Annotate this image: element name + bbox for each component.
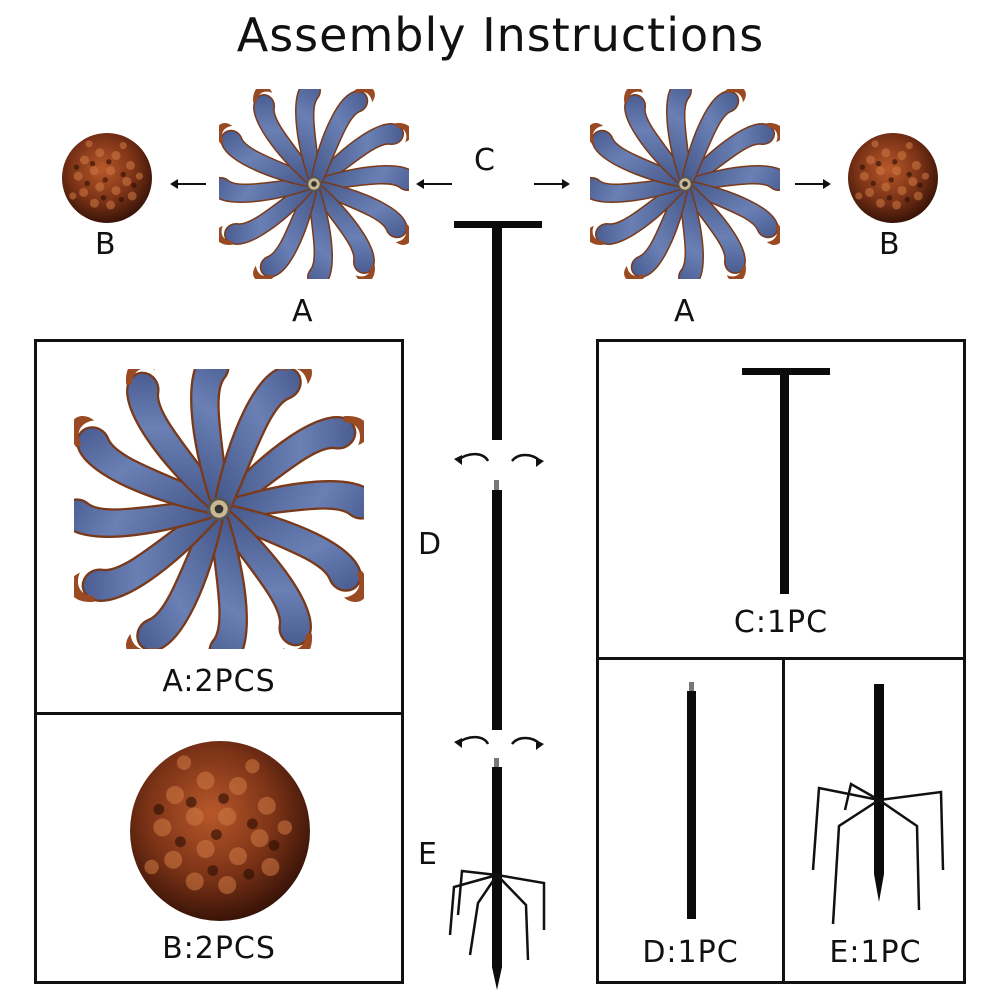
part-c-label: C:1PC [733,605,829,640]
arrow-icon [795,179,831,189]
part-a-label: A:2PCS [162,664,276,699]
extension-pole-icon [687,682,696,919]
parts-box-right [596,339,966,984]
cap-label-left: B [95,227,116,262]
page-title: Assembly Instructions [236,8,765,62]
cap-image-left [62,133,152,223]
spinner-label-left: A [292,294,313,329]
arrow-icon [170,179,206,189]
spinner-wheel-part [74,369,364,649]
part-d-label: D:1PC [642,935,739,970]
spinner-wheel-right [590,89,780,279]
divider [782,657,785,984]
t-bar-pole-icon [742,368,830,594]
arrow-icon [534,179,570,189]
assembled-pole-icon [448,221,546,990]
part-b-label: B:2PCS [162,931,276,966]
ground-stake-icon [811,684,945,925]
pole-e-label: E [418,837,437,872]
parts-box-left [34,339,404,984]
spinner-label-right: A [674,294,695,329]
divider [596,657,966,660]
cap-image-right [848,133,938,223]
part-e-label: E:1PC [829,935,922,970]
spinner-wheel-left [219,89,409,279]
cap-label-right: B [879,227,900,262]
cap-part [130,741,310,921]
center-part-label: C [474,143,495,178]
arrow-icon [416,179,452,189]
divider [34,712,404,715]
pole-d-label: D [418,527,442,562]
